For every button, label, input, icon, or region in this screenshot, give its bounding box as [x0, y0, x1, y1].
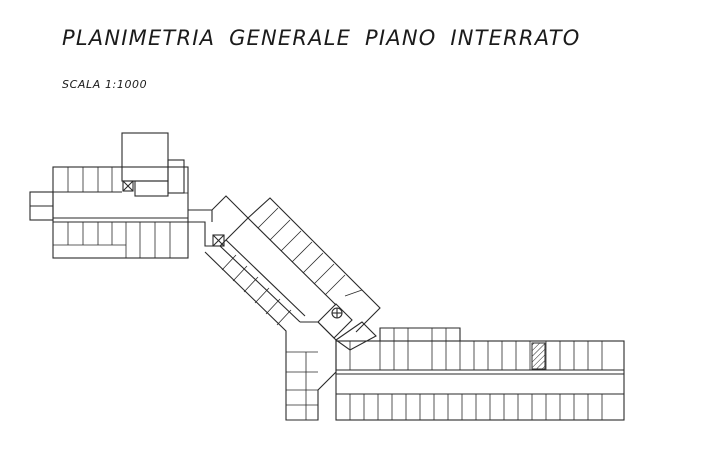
crossed-box-icon — [212, 234, 225, 247]
stair-tower — [121, 132, 169, 182]
scale-label: SCALA 1:1000 — [62, 78, 148, 91]
stair-core — [317, 303, 353, 339]
hatched-space-icon — [531, 342, 546, 370]
link-block — [188, 195, 249, 247]
west-upper-stalls — [67, 167, 188, 194]
east-lower-stalls — [349, 394, 603, 420]
tower-annex — [134, 180, 169, 197]
diagonal-lower-stalls — [221, 254, 292, 326]
west-wing — [29, 132, 189, 259]
diagonal-wing — [204, 197, 381, 421]
east-wing — [335, 327, 625, 421]
diagonal-upper-stalls — [257, 207, 363, 297]
east-block-outline — [335, 340, 625, 421]
tower-side-room — [167, 159, 185, 194]
drawing-title: PLANIMETRIA GENERALE PIANO INTERRATO — [62, 26, 581, 50]
east-upper-stalls — [349, 328, 603, 370]
shaft-stalls — [286, 351, 318, 420]
crossed-box-icon — [122, 180, 134, 192]
diagonal-wing-outline — [204, 251, 337, 421]
west-lower-stalls — [53, 222, 171, 258]
circle-cross-icon — [331, 307, 343, 319]
